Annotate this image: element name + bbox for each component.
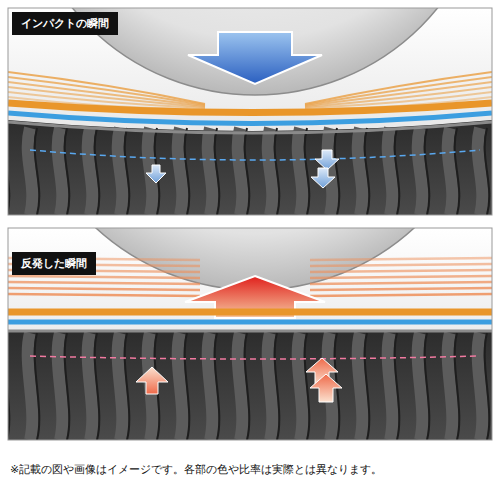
rib xyxy=(88,128,93,215)
rib-edge xyxy=(305,333,310,440)
rib xyxy=(268,333,273,440)
rib xyxy=(448,333,453,440)
rib-edge xyxy=(65,333,70,440)
rib xyxy=(58,333,63,440)
rib xyxy=(118,128,123,215)
rib-edge xyxy=(305,128,310,215)
rib xyxy=(88,333,93,440)
stroke xyxy=(310,258,492,260)
dashed-line xyxy=(30,150,480,160)
label-tab: 反発した瞬間 xyxy=(12,252,96,275)
backing xyxy=(8,120,492,215)
stroke xyxy=(8,288,200,290)
rib xyxy=(28,333,33,440)
label-tab: インパクトの瞬間 xyxy=(12,12,118,35)
stroke xyxy=(8,294,200,296)
footnote: ※記載の図や画像はイメージです。各部の色や比率は実際とは異なります。 xyxy=(10,463,492,477)
rib xyxy=(298,128,303,215)
rib xyxy=(58,128,63,215)
rib-edge xyxy=(215,128,220,215)
rib-edge xyxy=(185,333,190,440)
stroke xyxy=(310,264,492,266)
rib-edge xyxy=(455,128,460,215)
panel-title: インパクトの瞬間 xyxy=(21,17,109,30)
rib-edge xyxy=(485,128,490,215)
rib-edge xyxy=(365,333,370,440)
rib xyxy=(118,333,123,440)
rib-edge xyxy=(425,128,430,215)
rebound-panel xyxy=(8,228,492,440)
rib xyxy=(478,333,483,440)
rib-edge xyxy=(125,128,130,215)
rib-edge xyxy=(395,128,400,215)
rib xyxy=(388,128,393,215)
blue-layer xyxy=(8,320,492,325)
force-lines xyxy=(8,72,492,109)
dashed-line xyxy=(30,356,480,359)
stroke xyxy=(310,288,492,290)
stroke xyxy=(310,270,492,272)
impact-panel xyxy=(8,8,492,215)
rib xyxy=(238,333,243,440)
rib xyxy=(298,333,303,440)
rib-edge xyxy=(35,128,40,215)
rib-edge xyxy=(275,128,280,215)
rib xyxy=(208,128,213,215)
rib-edge xyxy=(125,333,130,440)
rib-edge xyxy=(185,128,190,215)
backing xyxy=(8,330,492,440)
rib-edge xyxy=(245,333,250,440)
rib-edge xyxy=(425,333,430,440)
orange-layer xyxy=(8,309,492,316)
stroke xyxy=(310,294,492,296)
rib xyxy=(268,128,273,215)
rib xyxy=(388,333,393,440)
rib xyxy=(208,333,213,440)
stroke xyxy=(310,282,492,284)
rib xyxy=(358,333,363,440)
rib-edge xyxy=(245,128,250,215)
rib xyxy=(178,128,183,215)
rib xyxy=(238,128,243,215)
rib-edge xyxy=(335,128,340,215)
stroke xyxy=(8,282,200,284)
rib-edge xyxy=(455,333,460,440)
stroke xyxy=(8,276,200,278)
stroke xyxy=(310,276,492,278)
backing-ribs xyxy=(8,333,492,440)
rib xyxy=(478,128,483,215)
rib xyxy=(418,333,423,440)
rib-edge xyxy=(365,128,370,215)
orange-layer xyxy=(8,103,492,113)
rib xyxy=(358,128,363,215)
rib-edge xyxy=(65,128,70,215)
rib xyxy=(448,128,453,215)
rib-edge xyxy=(485,333,490,440)
panel-title: 反発した瞬間 xyxy=(21,257,87,270)
stroke xyxy=(8,72,205,104)
rib xyxy=(178,333,183,440)
rib-edge xyxy=(275,333,280,440)
rib-edge xyxy=(35,333,40,440)
rib xyxy=(28,128,33,215)
rib-edge xyxy=(215,333,220,440)
rib xyxy=(418,128,423,215)
stroke xyxy=(305,72,492,104)
impact-arrow xyxy=(188,32,322,84)
rib-edge xyxy=(95,128,100,215)
rib-edge xyxy=(95,333,100,440)
rib-edge xyxy=(395,333,400,440)
backing-ribs xyxy=(8,128,492,215)
